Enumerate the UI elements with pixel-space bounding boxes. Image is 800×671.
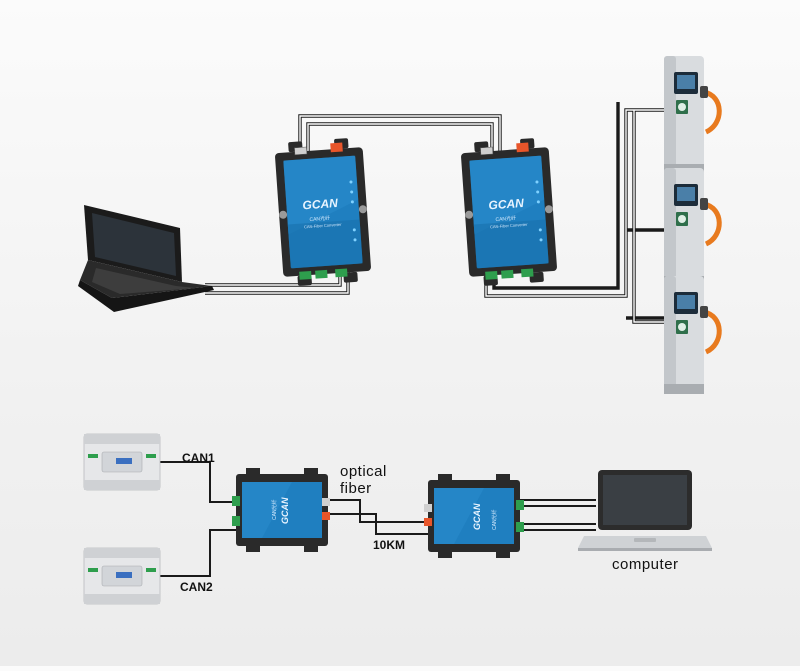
- distance-label: 10KM: [373, 538, 405, 552]
- plc-module-icon: [83, 433, 161, 491]
- bottom-fiber-link: [326, 499, 430, 535]
- converter-model: CAN光纤: [495, 215, 516, 223]
- converter-subtitle: CAN-Fiber Converter: [304, 222, 342, 230]
- can-fiber-converter-icon: GCAN CAN光纤 CAN-Fiber Converter: [459, 136, 559, 288]
- converter-model: CAN光纤: [309, 215, 330, 223]
- can2-cable: [158, 529, 236, 577]
- computer-label: computer: [612, 556, 679, 573]
- converter-brand: GCAN: [472, 503, 482, 530]
- can-fiber-converter-icon: GCAN CAN光纤: [232, 468, 330, 552]
- laptop-icon: [78, 205, 214, 312]
- can1-label: CAN1: [182, 451, 215, 465]
- can-fiber-converter-icon: GCAN CAN光纤 CAN-Fiber Converter: [273, 136, 373, 288]
- plc-module-icon: [83, 547, 161, 605]
- can-fiber-converter-icon: GCAN CAN光纤: [424, 474, 524, 558]
- converter-brand: GCAN: [280, 497, 290, 524]
- optical-fiber-label-line2: fiber: [340, 480, 372, 497]
- ev-charger-icon: [664, 56, 719, 174]
- can2-label: CAN2: [180, 580, 213, 594]
- ev-charger-icon: [664, 168, 719, 286]
- converter-model: CAN光纤: [271, 499, 278, 520]
- converter-brand: GCAN: [488, 196, 525, 212]
- can1-cable: [158, 461, 236, 503]
- converter-brand: GCAN: [302, 196, 339, 212]
- converter-subtitle: CAN-Fiber Converter: [490, 222, 528, 230]
- converter-model: CAN光纤: [491, 509, 498, 530]
- optical-fiber-label-line1: optical: [340, 463, 387, 480]
- computer-can-cable: [518, 499, 596, 531]
- ev-charger-icon: [664, 276, 719, 394]
- laptop-icon: [578, 470, 712, 551]
